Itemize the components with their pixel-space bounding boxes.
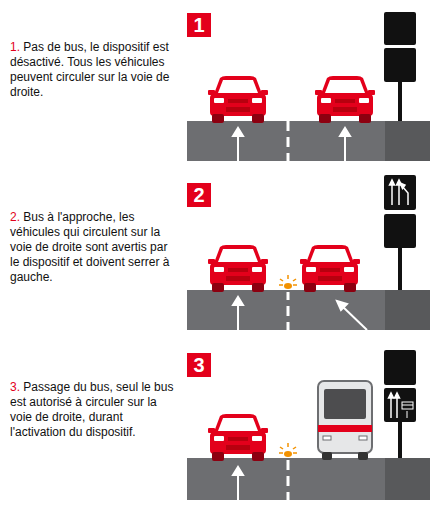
step-text: Passage du bus, seul le bus est autorisé…: [10, 380, 173, 439]
step-description: 1. Pas de bus, le dispositif est désacti…: [10, 40, 178, 100]
step-number: 3: [187, 353, 211, 377]
step-label: 3.: [10, 380, 20, 394]
step-number: 1: [187, 13, 211, 37]
step-label: 1.: [10, 40, 20, 54]
step-text: Pas de bus, le dispositif est désactivé.…: [10, 40, 169, 99]
step-label: 2.: [10, 210, 20, 224]
step-description: 2. Bus à l'approche, les véhicules qui c…: [10, 210, 178, 285]
step-description: 3. Passage du bus, seul le bus est autor…: [10, 380, 178, 440]
step-number-text: 1: [193, 14, 204, 36]
step-number-text: 2: [193, 184, 204, 206]
step-number-text: 3: [193, 354, 204, 376]
step-text: Bus à l'approche, les véhicules qui circ…: [10, 210, 169, 284]
step-number: 2: [187, 183, 211, 207]
